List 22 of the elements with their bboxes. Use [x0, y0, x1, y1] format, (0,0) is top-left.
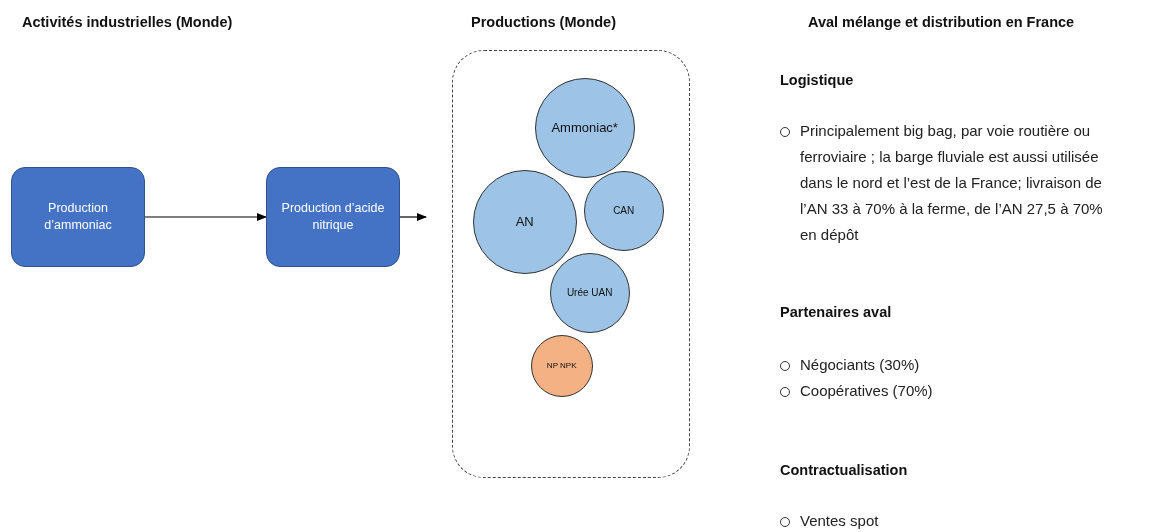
node-text: Production d’ammoniac — [43, 200, 113, 234]
arrow — [399, 213, 427, 221]
bullet-text: Négociants (30%) — [778, 352, 1108, 378]
section-title: Logistique — [780, 72, 854, 88]
process-box — [11, 167, 145, 267]
column-heading: Activités industrielles (Monde) — [22, 14, 233, 30]
section-title: Partenaires aval — [780, 304, 892, 320]
section-title: Contractualisation — [780, 462, 908, 478]
node-text: NP NPK — [546, 359, 577, 372]
process-box — [266, 167, 400, 267]
column-heading: Aval mélange et distribution en France — [808, 14, 1075, 30]
node-text: Ammoniac* — [551, 118, 618, 137]
bullet-text: Coopératives (70%) — [778, 378, 1108, 404]
arrow — [144, 213, 267, 221]
column-heading: Productions (Monde) — [471, 14, 616, 30]
group-frame — [452, 50, 690, 478]
bullet-text: Ventes spot — [778, 508, 1108, 532]
node-text: CAN — [613, 204, 635, 219]
node-text: Production d’acide nitrique — [280, 200, 386, 234]
node-text: Urée UAN — [566, 286, 613, 301]
bullet-text: Principalement big bag, par voie routière ou ferroviaire ; la barge fluviale est aussi utilisée dans le nord et l’est de la France; livraison de l’AN 33 à 70% à la ferme, de l’AN 27,5 à 70% en dépôt — [778, 118, 1108, 248]
node-text: AN — [515, 212, 534, 231]
